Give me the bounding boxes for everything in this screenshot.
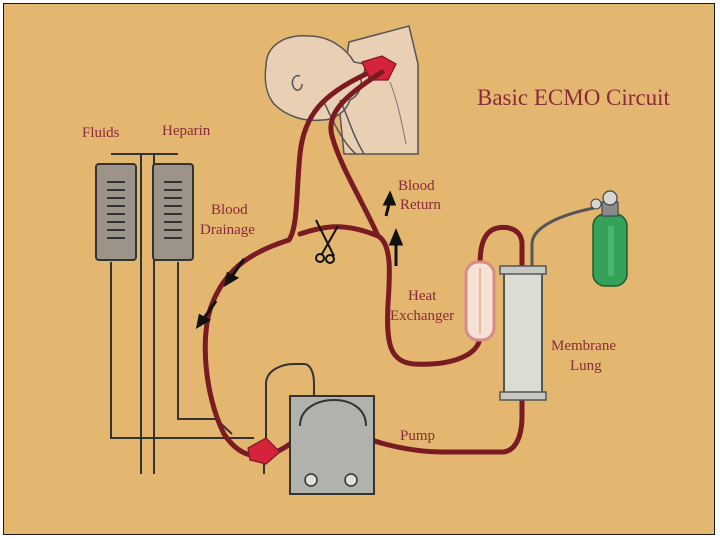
oxygen-tank-icon	[590, 190, 628, 287]
label-heat-exchanger-line1: Heat	[408, 288, 437, 304]
label-heparin: Heparin	[162, 123, 211, 139]
pump-unit-icon	[289, 395, 375, 495]
pump-bridge-tube	[265, 363, 315, 448]
return-tube	[297, 224, 483, 367]
label-pump: Pump	[400, 428, 435, 444]
drainage-arrow-icons	[195, 258, 246, 330]
label-blood-drainage-line2: Drainage	[200, 222, 255, 238]
ecmo-circuit-diagram: Basic ECMO Circuit Fluids Heparin Blood …	[4, 4, 714, 534]
label-membrane-lung-line2: Lung	[570, 358, 602, 374]
patient-figure	[264, 25, 419, 155]
diagram-title: Basic ECMO Circuit	[477, 85, 671, 110]
diagram-frame: Basic ECMO Circuit Fluids Heparin Blood …	[3, 3, 715, 535]
label-membrane-lung-line1: Membrane	[551, 338, 616, 354]
membrane-lung-icon	[499, 265, 547, 401]
label-heat-exchanger-line2: Exchanger	[390, 308, 454, 324]
heparin-bag-icon	[152, 163, 194, 261]
heat-exchanger-icon	[464, 260, 496, 342]
label-blood-return-line2: Return	[400, 197, 441, 213]
pump-inlet-valve-icon	[247, 437, 281, 474]
lung-to-exchanger-tube	[477, 224, 525, 275]
fluids-bag-icon	[95, 163, 137, 261]
oxygen-line	[530, 206, 595, 266]
label-blood-drainage-line1: Blood	[211, 202, 248, 218]
return-arrow-icons	[382, 190, 404, 266]
label-fluids: Fluids	[82, 125, 120, 141]
return-tube-upper	[328, 69, 385, 239]
tubing-clamp-icon	[315, 219, 339, 264]
label-blood-return-line1: Blood	[398, 178, 435, 194]
